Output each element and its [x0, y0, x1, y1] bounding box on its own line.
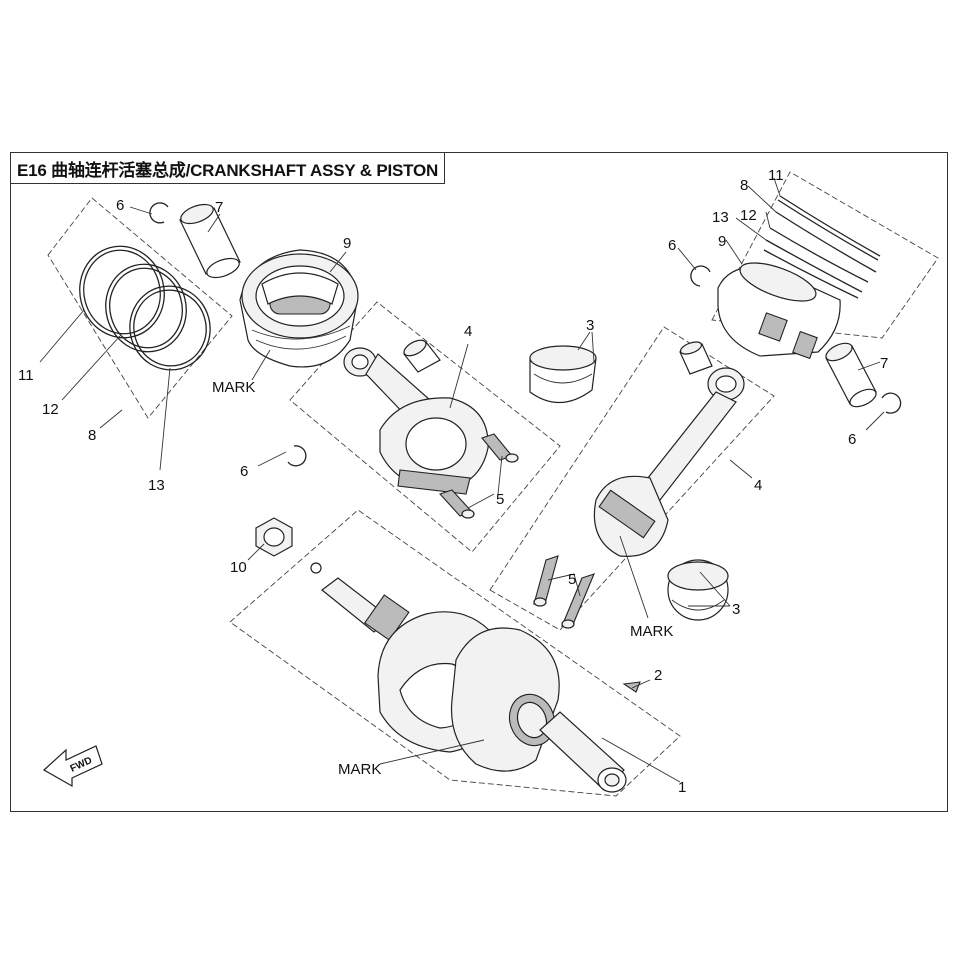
mark-label-piston: MARK: [212, 379, 255, 396]
piston-right: [717, 262, 841, 360]
piston-left: [239, 249, 359, 368]
callout-7: 7: [880, 355, 888, 372]
mark-label-crankshaft: MARK: [338, 761, 381, 778]
mark-label-rod: MARK: [630, 623, 673, 640]
circlip-right-lower: [881, 392, 902, 414]
piston-pin-right: [825, 342, 877, 408]
connecting-rod-left: [343, 347, 489, 495]
callout-6: 6: [848, 431, 856, 448]
piston-rings-right: [763, 195, 881, 299]
mark-labels: MARK MARK MARK: [212, 379, 673, 778]
callout-4: 4: [754, 477, 762, 494]
leader-lines: [39, 177, 885, 783]
connecting-rod-group-outline-left: [289, 301, 561, 553]
callout-2: 2: [654, 667, 662, 684]
callout-13: 13: [148, 477, 165, 494]
callout-3: 3: [586, 317, 594, 334]
circlip-right-upper: [690, 265, 711, 287]
piston-pin-left: [179, 203, 241, 279]
callout-12: 12: [740, 207, 757, 224]
crankshaft-nut: [255, 517, 293, 557]
callout-1: 1: [678, 779, 686, 796]
small-end-bushing-right: [679, 341, 713, 375]
diagram-title: E16 曲轴连杆活塞总成/CRANKSHAFT ASSY & PISTON: [17, 160, 439, 180]
forward-arrow-icon: FWD: [42, 745, 103, 788]
callout-6: 6: [116, 197, 124, 214]
circlip-mid-left: [287, 445, 307, 467]
callout-5: 5: [496, 491, 504, 508]
rod-bearing-right: [667, 559, 729, 621]
callout-12: 12: [42, 401, 59, 418]
piston-ring-group-outline-left: [47, 197, 233, 419]
callout-13: 13: [712, 209, 729, 226]
circlip-top-left: [149, 202, 169, 224]
callout-8: 8: [88, 427, 96, 444]
diagram-title-box: E16 曲轴连杆活塞总成/CRANKSHAFT ASSY & PISTON: [10, 152, 446, 184]
callout-11: 11: [18, 367, 34, 384]
callout-9: 9: [343, 235, 351, 252]
diagram-frame: [10, 152, 948, 812]
callout-7: 7: [215, 199, 223, 216]
callout-numbers: 6 7 9 11 12 8 13 6 4 3 5 10 2 1 11 8 12 …: [18, 167, 888, 796]
crankshaft-group-outline: [229, 509, 681, 797]
callout-4: 4: [464, 323, 472, 340]
callout-11: 11: [768, 167, 784, 184]
connecting-rod-right: [593, 367, 745, 557]
connecting-rod-group-outline-right: [489, 326, 775, 631]
callout-3: 3: [732, 601, 740, 618]
woodruff-ball: [310, 562, 322, 574]
callout-6: 6: [668, 237, 676, 254]
callout-9: 9: [718, 233, 726, 250]
piston-ring-group-outline-right: [711, 171, 939, 339]
callout-6: 6: [240, 463, 248, 480]
crankshaft: [321, 577, 641, 793]
callout-5: 5: [568, 571, 576, 588]
small-end-bushing-left: [403, 339, 441, 373]
piston-rings-left: [79, 245, 211, 371]
callout-8: 8: [740, 177, 748, 194]
rod-bolts-left: [439, 433, 519, 519]
rod-bolts-right: [533, 555, 595, 629]
callout-10: 10: [230, 559, 247, 576]
rod-bearing-left: [529, 345, 597, 404]
